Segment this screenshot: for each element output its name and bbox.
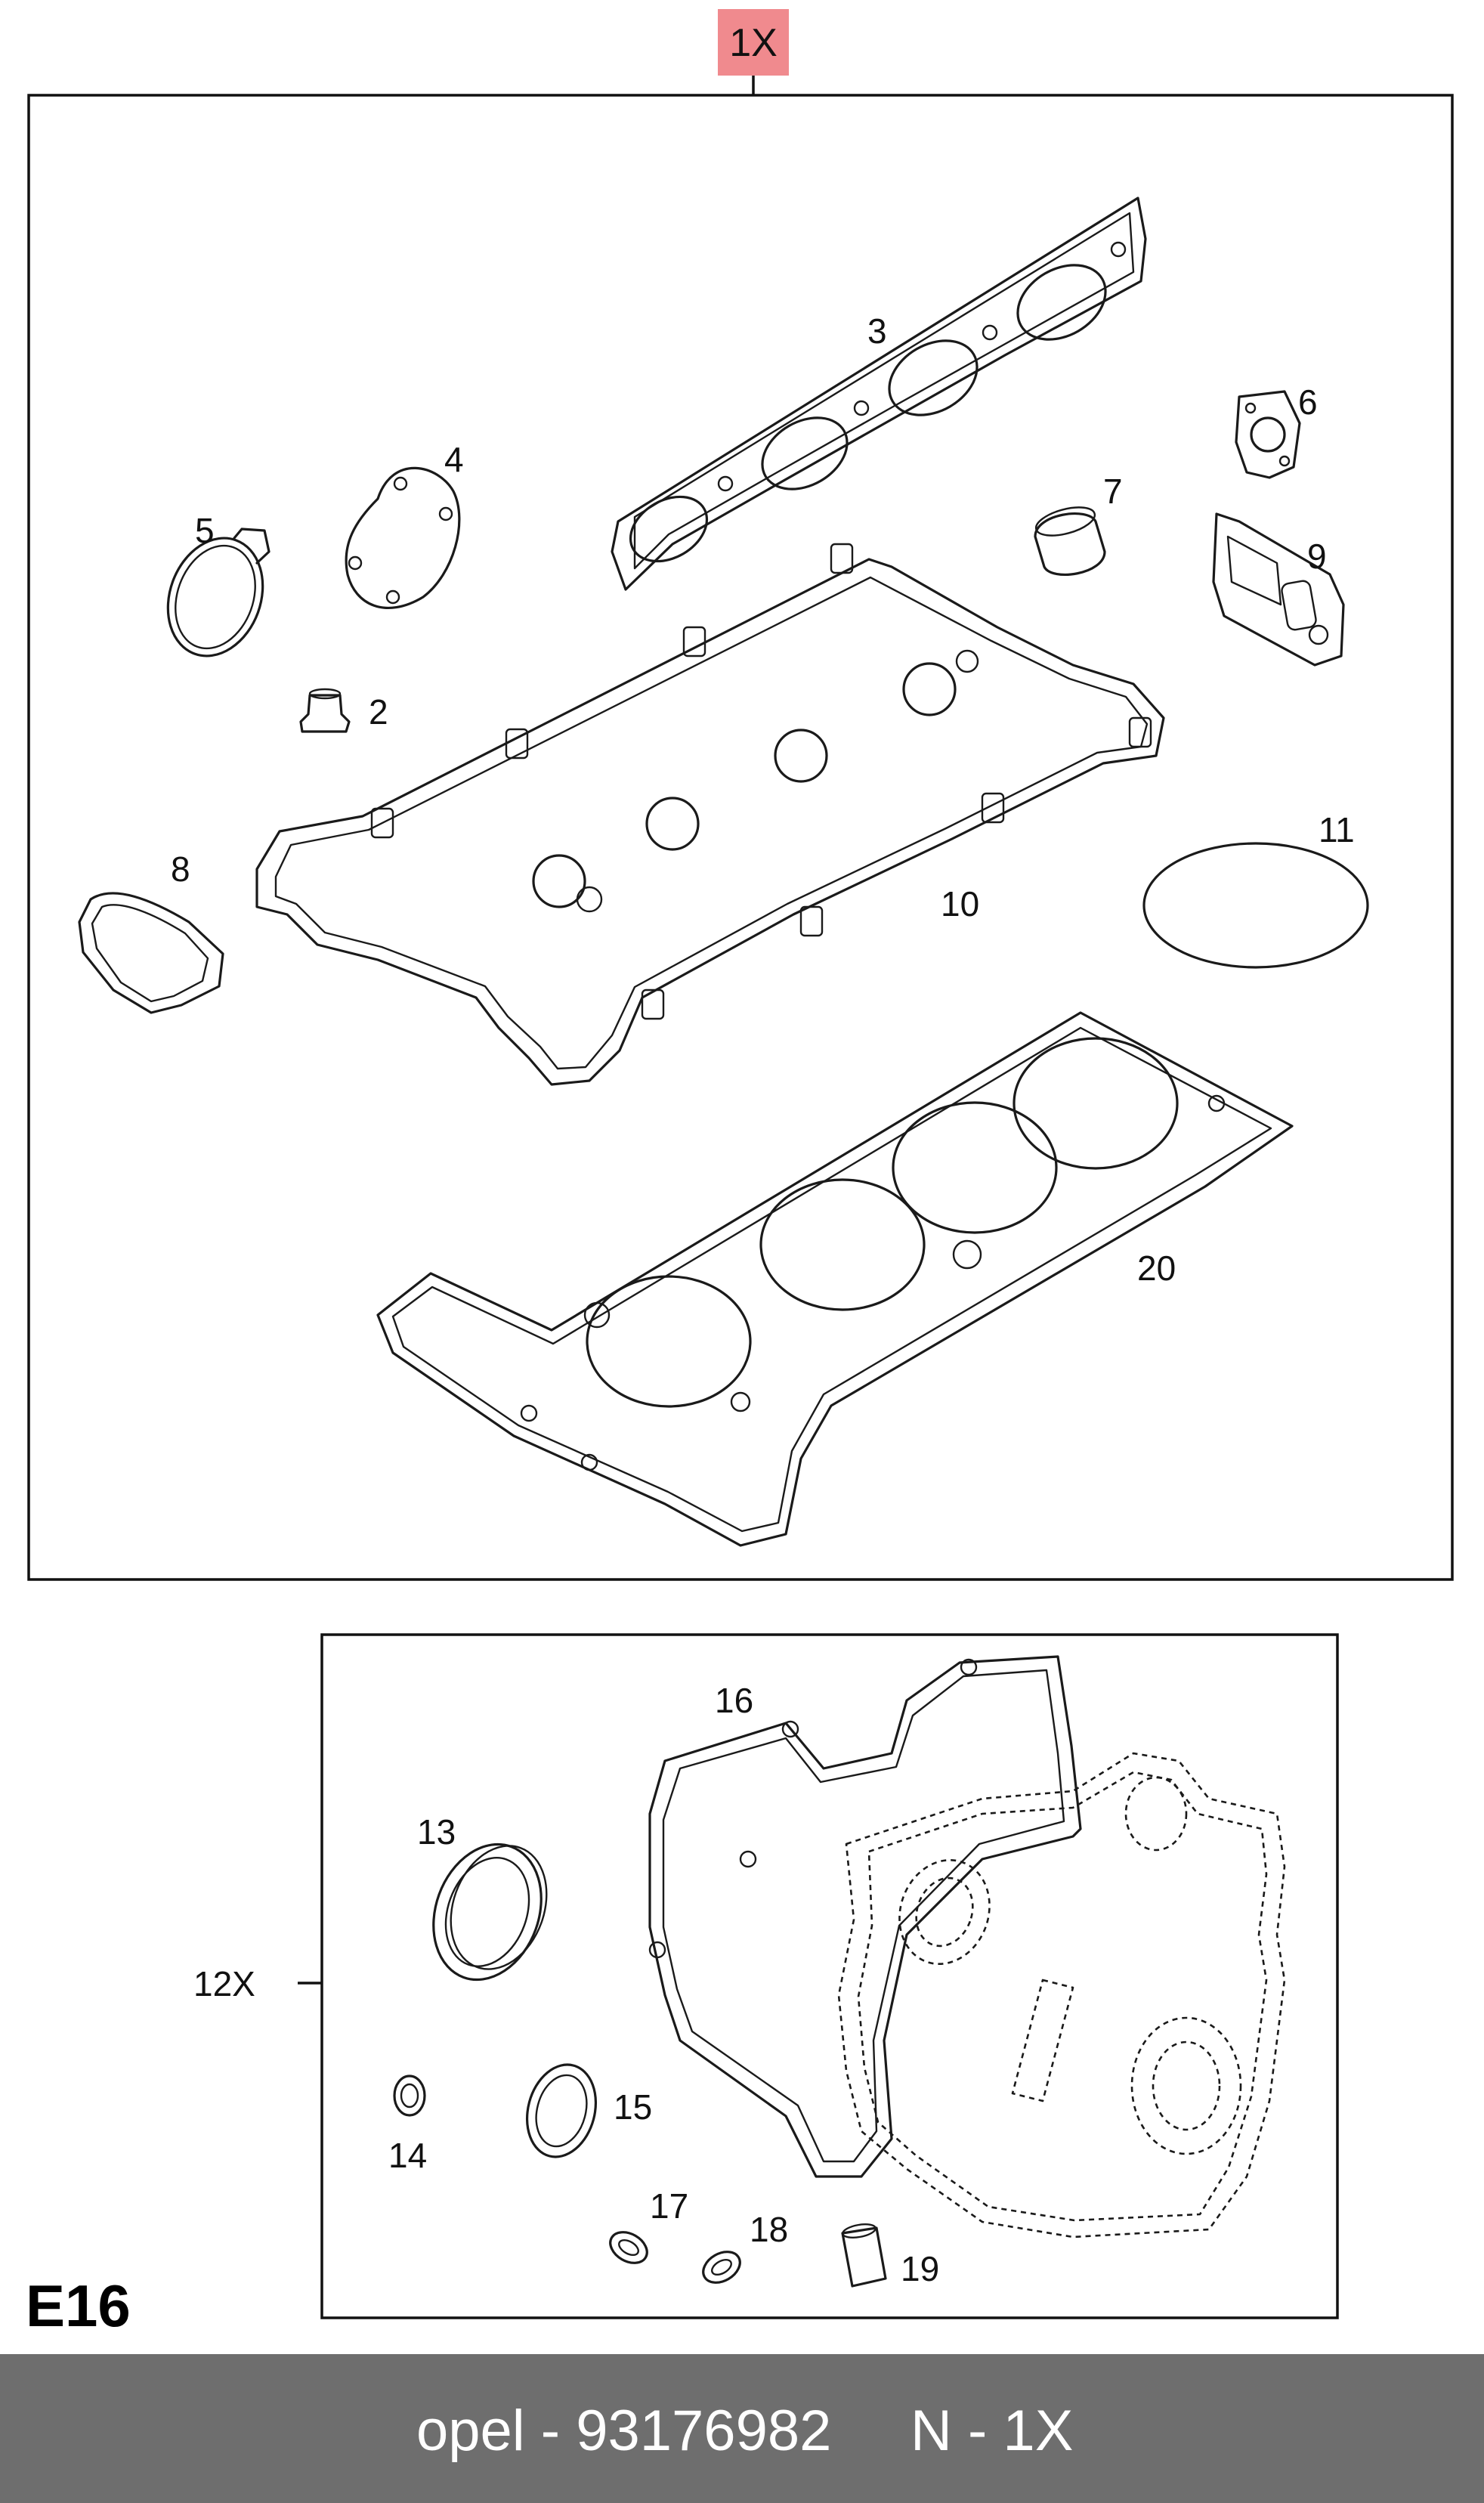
subset-quantity-label: 12X (193, 1964, 255, 2003)
part-10-valve-cover-gasket (255, 543, 1165, 1086)
part-6-small-gasket (1235, 390, 1301, 479)
callout-17: 17 (650, 2186, 688, 2226)
kit-quantity-tag: 1X (718, 9, 789, 95)
footer-bar: opel - 93176982 N - 1X (0, 2354, 1484, 2503)
footer-background (0, 2354, 1484, 2503)
part-4-flange-gasket (345, 466, 461, 609)
callout-19: 19 (901, 2249, 939, 2288)
footer-quantity: N - 1X (910, 2399, 1073, 2463)
callout-9: 9 (1307, 537, 1327, 576)
callout-10: 10 (941, 884, 979, 924)
kit-quantity-tag-text: 1X (729, 21, 778, 65)
part-8-curved-gasket (78, 892, 224, 1014)
callout-6: 6 (1298, 382, 1318, 422)
part-18-tiny-oring (702, 2251, 741, 2284)
footer-part-number: opel - 93176982 (416, 2399, 831, 2463)
callout-2: 2 (369, 692, 388, 732)
part-17-tiny-oring (609, 2231, 648, 2264)
part-14-small-oring (393, 2074, 426, 2117)
callout-15: 15 (614, 2087, 652, 2127)
part-9-port-gasket (1212, 512, 1345, 667)
callout-20: 20 (1137, 1248, 1176, 1288)
callout-8: 8 (171, 849, 190, 889)
part-13-crank-seal (432, 1842, 548, 1982)
callout-3: 3 (867, 311, 887, 351)
lower-kit-frame (320, 1633, 1339, 2319)
part-2-valve-stem-seal (299, 688, 351, 733)
part-5-oring-gasket (166, 528, 271, 657)
part-11-oring (1142, 842, 1369, 969)
callout-5: 5 (195, 511, 215, 550)
callout-4: 4 (444, 440, 464, 479)
timing-cover-outline (837, 1752, 1286, 2238)
part-7-seal-ring (1034, 506, 1106, 576)
part-20-head-gasket (376, 1011, 1294, 1547)
callout-7: 7 (1103, 472, 1123, 511)
callout-18: 18 (750, 2210, 788, 2249)
callout-13: 13 (417, 1812, 456, 1852)
part-3-manifold-gasket (611, 196, 1147, 591)
callout-16: 16 (715, 1681, 753, 1720)
part-19-sleeve (841, 2223, 887, 2288)
part-16-timing-cover-gasket (648, 1655, 1082, 2178)
upper-kit-frame (27, 94, 1454, 1581)
callout-14: 14 (388, 2136, 427, 2175)
callout-11: 11 (1319, 810, 1355, 849)
part-15-seal (525, 2063, 598, 2158)
diagram-code: E16 (26, 2273, 131, 2339)
